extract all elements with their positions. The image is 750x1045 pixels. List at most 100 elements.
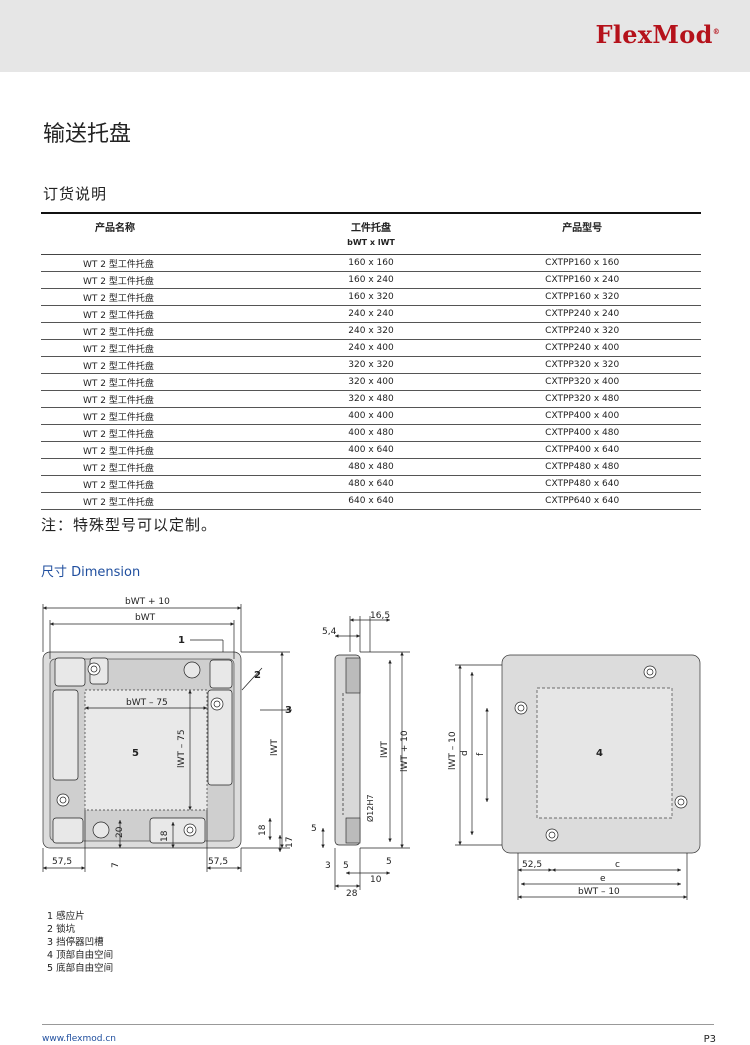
cell-size: 240 x 240 xyxy=(278,305,464,323)
label-5-4: 5,4 xyxy=(322,627,337,637)
label-28: 28 xyxy=(346,889,358,899)
cell-model: CXTPP480 x 640 xyxy=(463,475,701,493)
cell-name: WT 2 型工件托盘 xyxy=(41,322,279,340)
label-lwt-side: lWT xyxy=(380,741,390,758)
cell-model: CXTPP400 x 640 xyxy=(463,441,701,459)
cell-size: 480 x 640 xyxy=(278,475,464,493)
col-header-size-sub: bWT x lWT xyxy=(347,238,395,247)
label-lwt-plus-10: lWT + 10 xyxy=(400,730,410,772)
cell-size: 160 x 160 xyxy=(278,254,464,272)
page-header: FlexMod® xyxy=(0,0,750,72)
legend-item: 3 挡停器凹槽 xyxy=(47,937,104,948)
cell-name: WT 2 型工件托盘 xyxy=(41,271,279,289)
label-57-5-left: 57,5 xyxy=(52,857,72,867)
page-title: 输送托盘 xyxy=(43,122,132,147)
legend-item: 5 底部自由空间 xyxy=(47,963,114,974)
cell-size: 320 x 480 xyxy=(278,390,464,408)
cell-name: WT 2 型工件托盘 xyxy=(41,254,279,272)
footer-url: www.flexmod.cn xyxy=(42,1034,116,1044)
cell-model: CXTPP160 x 160 xyxy=(463,254,701,272)
page-number: P3 xyxy=(703,1034,716,1045)
label-18-right: 18 xyxy=(258,824,268,836)
label-57-5-right: 57,5 xyxy=(208,857,228,867)
cell-model: CXTPP240 x 400 xyxy=(463,339,701,357)
label-bwt-minus-75: bWT – 75 xyxy=(126,698,168,708)
label-17: 17 xyxy=(285,837,295,848)
label-7: 7 xyxy=(111,862,121,868)
cell-size: 320 x 400 xyxy=(278,373,464,391)
col-header-model: 产品型号 xyxy=(463,212,701,255)
cell-name: WT 2 型工件托盘 xyxy=(41,458,279,476)
cell-size: 160 x 320 xyxy=(278,288,464,306)
label-3: 3 xyxy=(325,861,331,871)
cell-size: 640 x 640 xyxy=(278,492,464,510)
legend-item: 4 顶部自由空间 xyxy=(47,950,114,961)
label-e: e xyxy=(600,874,606,884)
cell-name: WT 2 型工件托盘 xyxy=(41,441,279,459)
cell-size: 240 x 320 xyxy=(278,322,464,340)
label-52-5: 52,5 xyxy=(522,860,542,870)
legend-item: 2 锁坑 xyxy=(47,924,76,935)
cell-model: CXTPP640 x 640 xyxy=(463,492,701,510)
cell-model: CXTPP240 x 240 xyxy=(463,305,701,323)
cell-name: WT 2 型工件托盘 xyxy=(41,305,279,323)
callout-3: 3 xyxy=(285,705,292,716)
cell-name: WT 2 型工件托盘 xyxy=(41,492,279,510)
callout-2: 2 xyxy=(254,670,261,681)
label-d: d xyxy=(460,750,470,756)
label-lwt: lWT xyxy=(270,739,280,756)
label-f: f xyxy=(476,752,486,756)
cell-name: WT 2 型工件托盘 xyxy=(41,407,279,425)
col-header-size: 工件托盘 bWT x lWT xyxy=(278,212,464,255)
cell-name: WT 2 型工件托盘 xyxy=(41,475,279,493)
callout-4: 4 xyxy=(596,748,603,759)
cell-size: 400 x 480 xyxy=(278,424,464,442)
cell-name: WT 2 型工件托盘 xyxy=(41,390,279,408)
cell-model: CXTPP480 x 480 xyxy=(463,458,701,476)
col-header-name: 产品名称 xyxy=(41,212,279,255)
cell-size: 400 x 640 xyxy=(278,441,464,459)
footer-divider xyxy=(42,1024,714,1025)
cell-model: CXTPP320 x 320 xyxy=(463,356,701,374)
col-header-size-label: 工件托盘 xyxy=(350,223,391,234)
label-18-left: 18 xyxy=(160,830,170,842)
callout-1: 1 xyxy=(178,635,185,646)
order-section-title: 订货说明 xyxy=(43,185,108,203)
callout-5: 5 xyxy=(132,748,139,759)
label-20: 20 xyxy=(115,826,125,838)
brand-name: FlexMod xyxy=(595,20,713,49)
label-5-b: 5 xyxy=(343,861,349,871)
legend-item: 1 感应片 xyxy=(47,911,85,922)
label-5-c: 5 xyxy=(386,857,392,867)
label-5-a: 5 xyxy=(311,824,317,834)
cell-size: 240 x 400 xyxy=(278,339,464,357)
label-c: c xyxy=(615,860,620,870)
cell-name: WT 2 型工件托盘 xyxy=(41,339,279,357)
cell-size: 320 x 320 xyxy=(278,356,464,374)
cell-name: WT 2 型工件托盘 xyxy=(41,424,279,442)
cell-name: WT 2 型工件托盘 xyxy=(41,288,279,306)
custom-note: 注：特殊型号可以定制。 xyxy=(41,516,218,534)
brand-logo: FlexMod® xyxy=(595,20,720,49)
cell-model: CXTPP320 x 400 xyxy=(463,373,701,391)
dimension-title: 尺寸 Dimension xyxy=(41,565,141,580)
cell-size: 400 x 400 xyxy=(278,407,464,425)
dimension-drawing: bWT + 10 bWT 1 2 3 5 bWT – 75 lWT – 75 l… xyxy=(42,597,701,900)
label-lwt-minus-75: lWT – 75 xyxy=(177,729,187,768)
cell-size: 480 x 480 xyxy=(278,458,464,476)
